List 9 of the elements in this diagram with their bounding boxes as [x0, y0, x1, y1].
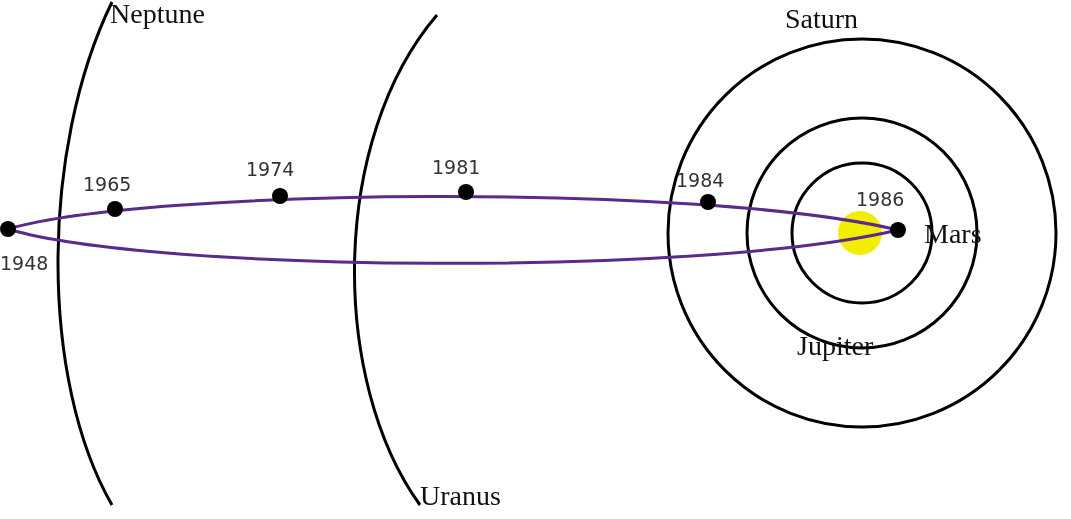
year-label: 1986: [856, 190, 905, 209]
year-label: 1948: [0, 254, 49, 273]
year-label: 1984: [676, 171, 725, 190]
year-label: 1974: [246, 160, 295, 179]
year-label: 1965: [83, 175, 132, 194]
planet-label: Uranus: [420, 482, 501, 510]
year-label: 1981: [432, 158, 481, 177]
planet-label: Saturn: [785, 5, 859, 33]
planet-label: Neptune: [110, 0, 205, 28]
